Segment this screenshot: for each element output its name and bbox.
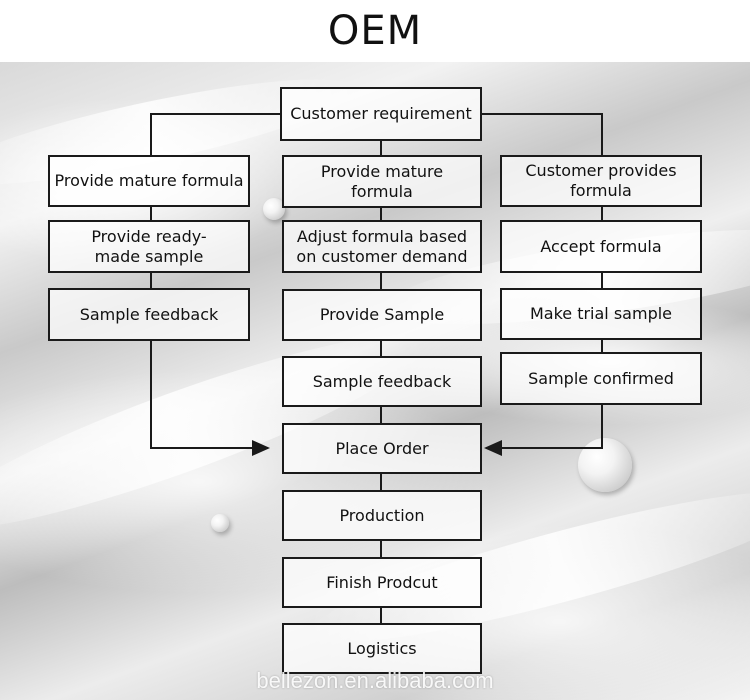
middle-step-provide-mature-formula: Provide mature formula [282,155,482,208]
pearl-decoration [211,514,229,532]
right-step-customer-provides-formula: Customer provides formula [500,155,702,207]
pearl-decoration [263,198,285,220]
right-step-make-trial-sample: Make trial sample [500,288,702,340]
left-step-provide-ready-made-sample: Provide ready-made sample [48,220,250,273]
step-customer-requirement: Customer requirement [280,87,482,141]
step-production: Production [282,490,482,541]
right-step-accept-formula: Accept formula [500,220,702,273]
middle-step-provide-sample: Provide Sample [282,289,482,341]
page-title: OEM [0,0,750,62]
watermark-text: bellezon.en.alibaba.com [256,668,494,693]
middle-step-sample-feedback: Sample feedback [282,356,482,407]
step-place-order: Place Order [282,423,482,474]
left-step-sample-feedback: Sample feedback [48,288,250,341]
step-logistics: Logistics [282,623,482,674]
middle-step-adjust-formula: Adjust formula based on customer demand [282,220,482,273]
step-finish-product: Finish Prodcut [282,557,482,608]
pearl-decoration [578,438,632,492]
right-step-sample-confirmed: Sample confirmed [500,352,702,405]
left-step-provide-mature-formula: Provide mature formula [48,155,250,207]
